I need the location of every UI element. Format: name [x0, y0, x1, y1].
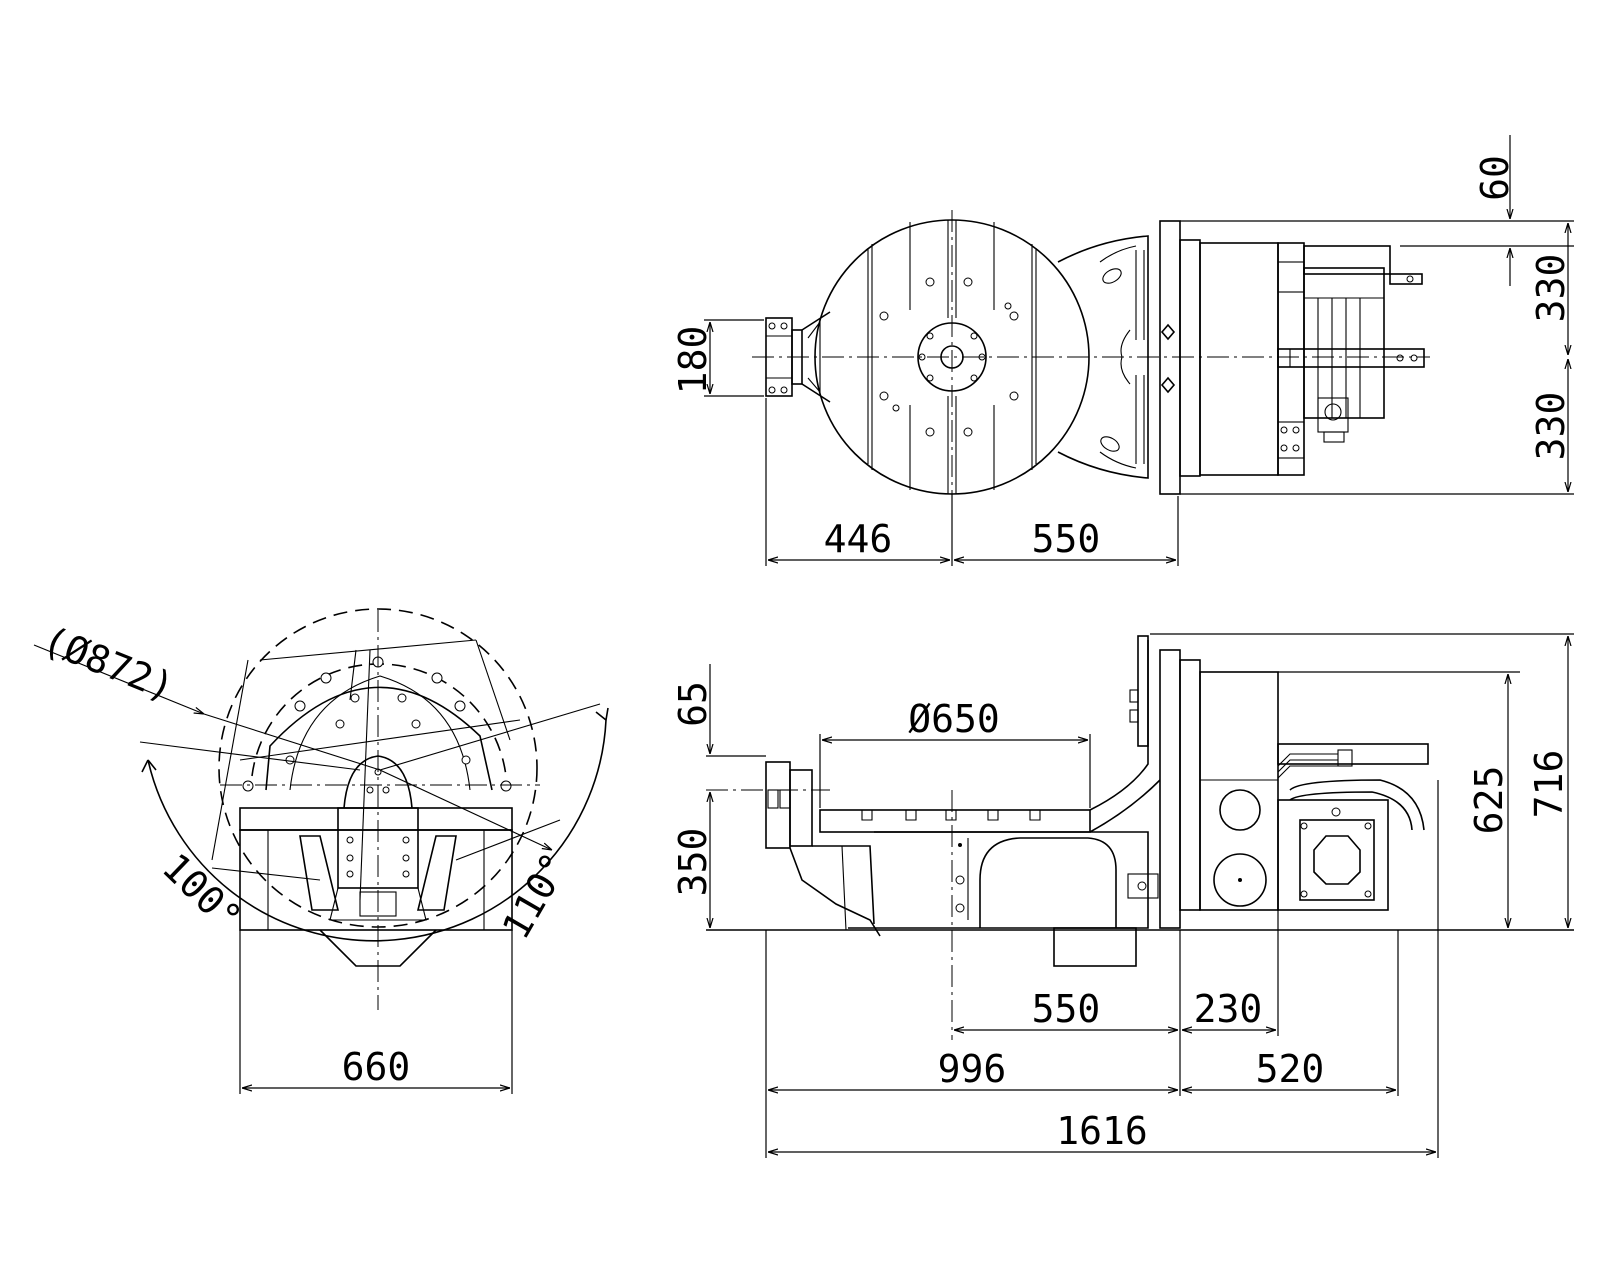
dim-550-side: 550	[1032, 987, 1101, 1031]
dim-1616: 1616	[1056, 1109, 1148, 1153]
front-view	[33, 608, 609, 1094]
top-view	[704, 135, 1574, 566]
dim-625: 625	[1467, 766, 1511, 835]
dim-550-top: 550	[1032, 517, 1101, 561]
dim-446: 446	[824, 517, 893, 561]
dim-520: 520	[1256, 1047, 1325, 1091]
dim-330-upper: 330	[1529, 254, 1573, 323]
dim-180: 180	[671, 326, 715, 395]
dim-dia650: Ø650	[908, 697, 1000, 741]
dim-230: 230	[1194, 987, 1263, 1031]
dim-996: 996	[938, 1047, 1007, 1091]
dim-dia872: (Ø872)	[37, 618, 181, 710]
dim-100deg: 100°	[154, 845, 250, 940]
dim-330-lower: 330	[1529, 392, 1573, 461]
dim-60: 60	[1473, 155, 1517, 201]
dim-350: 350	[671, 828, 715, 897]
dim-65: 65	[671, 681, 715, 727]
dim-716: 716	[1527, 750, 1571, 819]
dim-110deg: 110°	[494, 845, 578, 946]
dim-660: 660	[342, 1045, 411, 1089]
side-view	[706, 633, 1574, 1158]
